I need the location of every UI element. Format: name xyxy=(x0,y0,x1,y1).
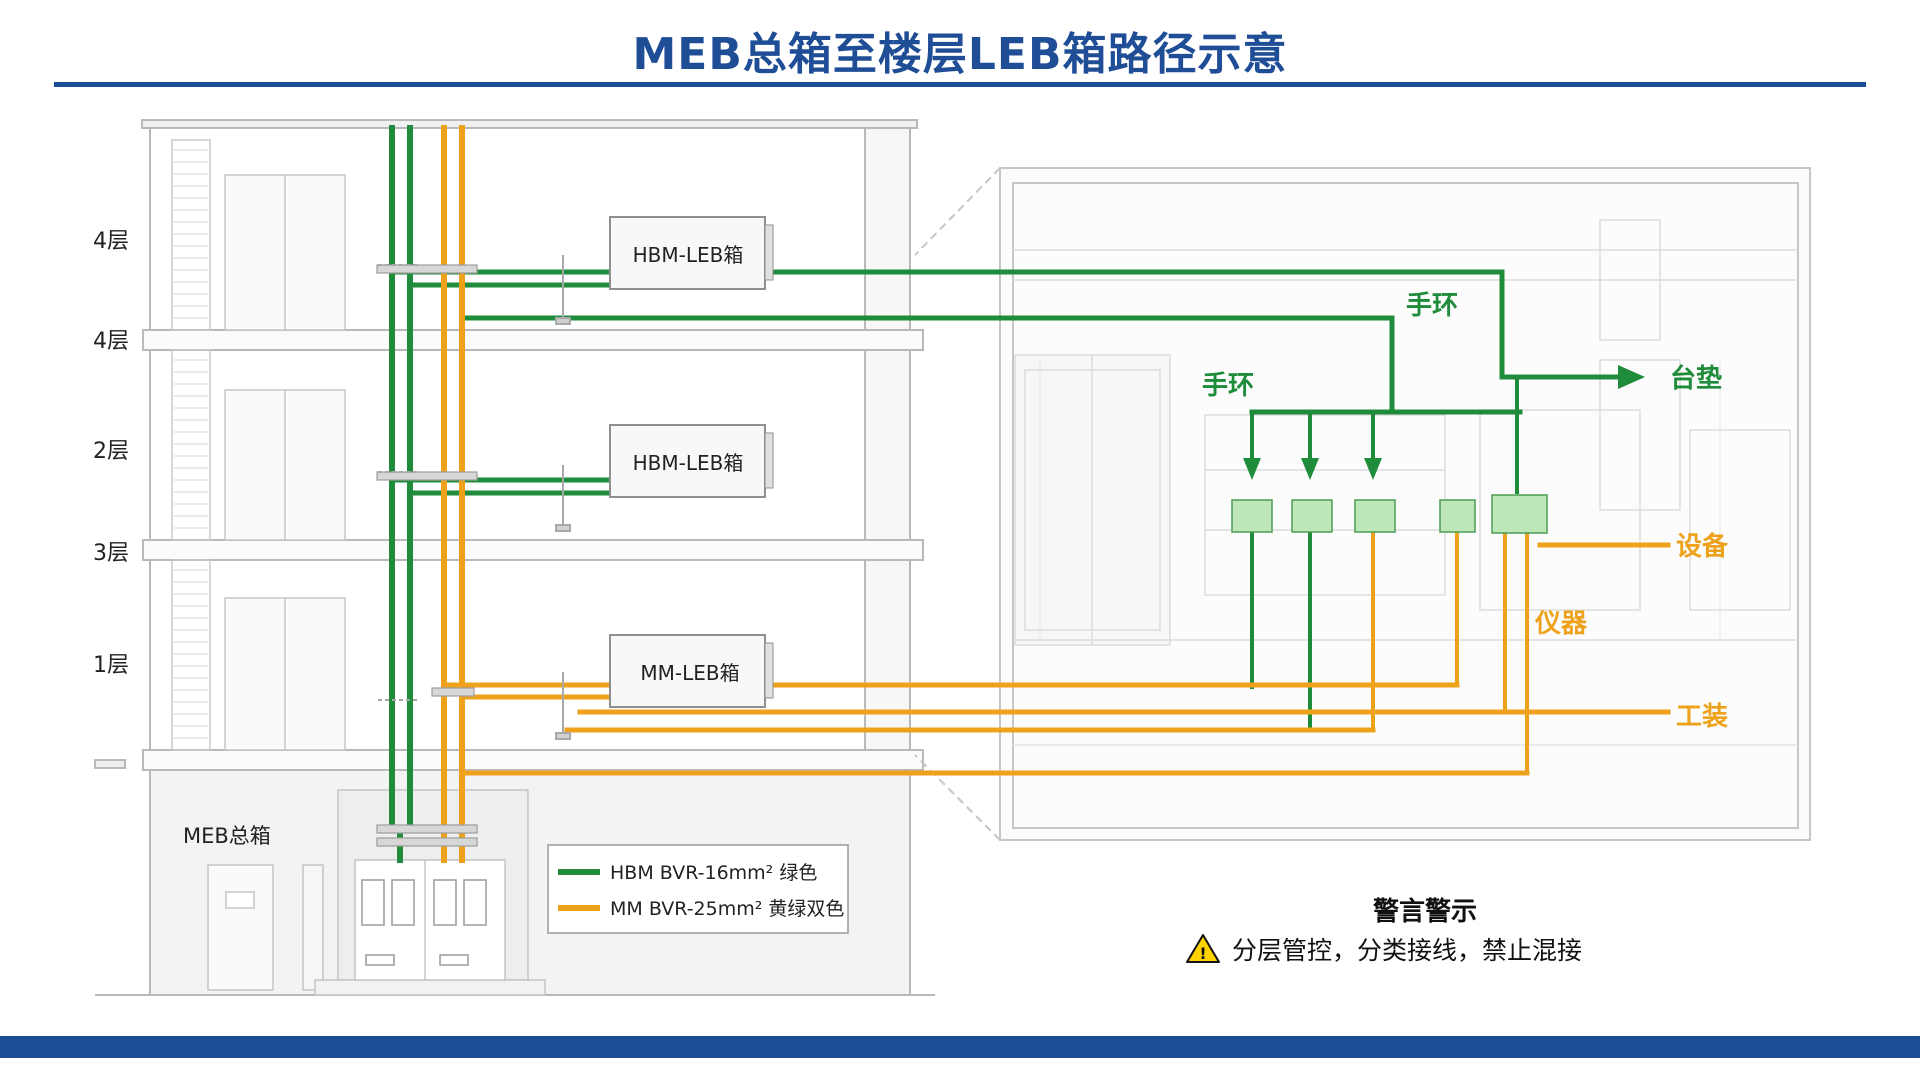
workshop-sketch xyxy=(1013,219,1798,746)
mat-arrow-icon xyxy=(1618,365,1645,389)
meb-nameplate xyxy=(225,891,255,909)
ground-marker xyxy=(94,759,126,769)
terminal-block-3 xyxy=(1354,499,1396,533)
floor-slab-2 xyxy=(142,539,924,561)
hbm-leb-box-mid: HBM-LEB箱 xyxy=(609,424,774,498)
stairwell xyxy=(171,139,211,751)
detail-inner-frame xyxy=(1012,182,1799,829)
hbm-run-main xyxy=(762,269,1505,380)
warning-block: 警言警示 ! 分层管控，分类接线，禁止混接 xyxy=(1186,896,1582,965)
equipment-label: 设备 xyxy=(1676,532,1729,562)
mm-trunk xyxy=(441,125,1671,863)
destination-labels: 手环 手环 台垫 设备 仪器 工装 xyxy=(1202,291,1729,732)
floor-slab-1 xyxy=(142,329,924,351)
wristband-arrow-icon-1 xyxy=(1243,458,1261,480)
mat-label: 台垫 xyxy=(1670,363,1722,394)
terminal-block-5 xyxy=(1491,494,1548,534)
warning-title: 警言警示 xyxy=(1373,896,1477,927)
stair-steps xyxy=(174,149,208,739)
floor-label-2: 4层 xyxy=(93,329,129,354)
wristband-label-a: 手环 xyxy=(1406,291,1458,321)
legend-label-hbm: HBM BVR-16mm² 绿色 xyxy=(610,862,817,884)
page-title: MEB总箱至楼层LEB箱路径示意 xyxy=(632,29,1288,80)
legend-label-mm: MM BVR-25mm² 黄绿双色 xyxy=(610,898,844,920)
floor-labels: 4层 4层 2层 3层 1层 xyxy=(93,229,129,678)
trunk-clamps xyxy=(376,264,478,847)
mm-leb-label: MM-LEB箱 xyxy=(640,661,739,685)
bottom-band xyxy=(0,1036,1920,1058)
hbm-leb-box-top: HBM-LEB箱 xyxy=(609,216,774,290)
zoom-leader-bottom xyxy=(914,754,1001,841)
wristband-label-b: 手环 xyxy=(1202,371,1254,401)
legend-box xyxy=(547,844,849,934)
right-column xyxy=(864,127,911,769)
instrument-label: 仪器 xyxy=(1534,609,1588,639)
zoom-leader-top xyxy=(914,167,1001,256)
terminal-block-1 xyxy=(1231,499,1273,533)
floor-label-1: 4层 xyxy=(93,229,129,254)
meb-label: MEB总箱 xyxy=(183,824,271,848)
floor-label-4: 3层 xyxy=(93,541,129,566)
legend: HBM BVR-16mm² 绿色 MM BVR-25mm² 黄绿双色 xyxy=(547,844,849,934)
floor-label-5: 1层 xyxy=(93,653,129,678)
warning-icon: ! xyxy=(1186,934,1220,963)
wristband-arrow-icon-3 xyxy=(1364,458,1382,480)
hbm-run-wristband xyxy=(463,315,1395,415)
fixture-label: 工装 xyxy=(1676,702,1728,732)
hbm-leb-label-mid: HBM-LEB箱 xyxy=(633,451,744,475)
terminal-block-4 xyxy=(1439,499,1476,533)
panel-breakers xyxy=(361,879,487,966)
wall-brackets xyxy=(378,255,571,740)
floor-doors xyxy=(224,174,346,751)
terminal-block-2 xyxy=(1291,499,1333,533)
floor-slab-3 xyxy=(142,749,924,771)
floor-label-3: 2层 xyxy=(93,439,129,464)
hbm-leb-label-top: HBM-LEB箱 xyxy=(633,243,744,267)
warning-text: 分层管控，分类接线，禁止混接 xyxy=(1232,936,1582,965)
terminal-blocks xyxy=(1231,494,1548,534)
mm-leb-box: MM-LEB箱 xyxy=(609,634,774,708)
roof xyxy=(141,119,918,129)
meb-cabinet xyxy=(207,864,274,991)
title-divider xyxy=(54,82,1866,87)
svg-text:!: ! xyxy=(1199,944,1206,963)
wristband-arrow-icon-2 xyxy=(1301,458,1319,480)
